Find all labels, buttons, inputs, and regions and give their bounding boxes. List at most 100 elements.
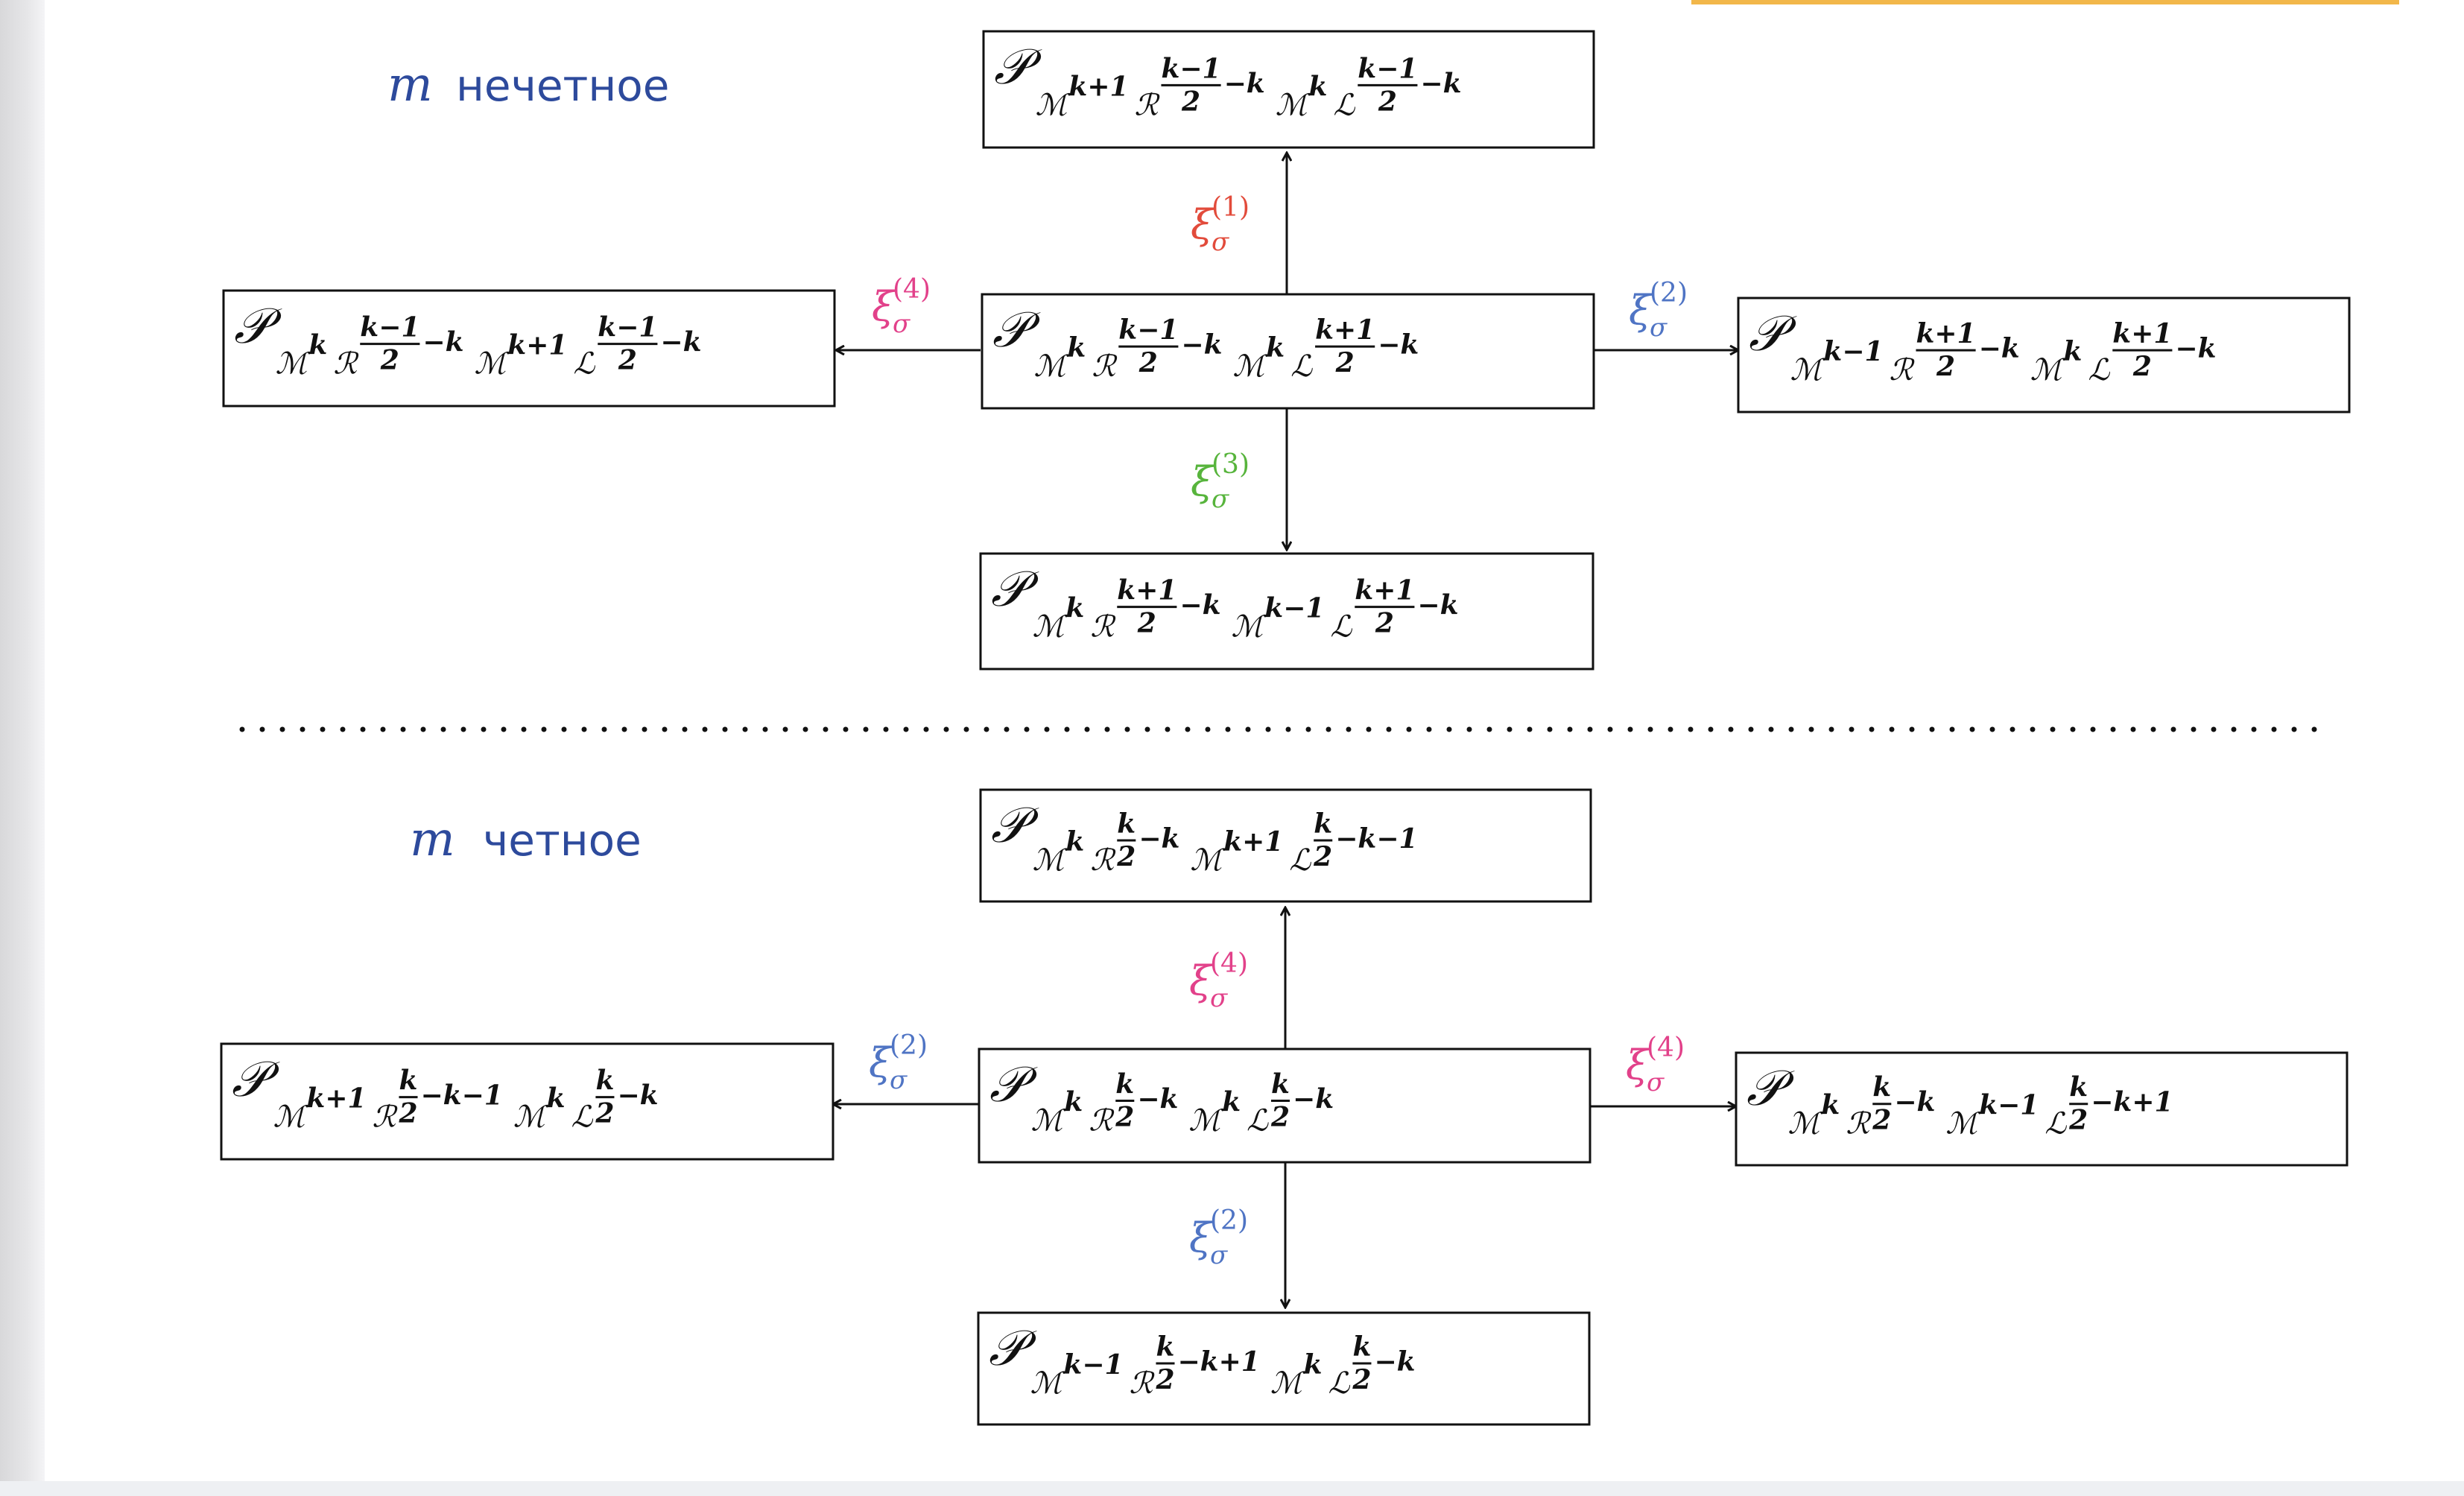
- node-frame: [1735, 1051, 2349, 1167]
- factor-1-exp: k−1: [1063, 1349, 1123, 1381]
- heading-odd: m нечетное: [387, 57, 669, 112]
- factor-1-letter: ℳ: [1790, 353, 1826, 387]
- factor-4-denominator: 2: [1335, 347, 1355, 378]
- node-frame: [982, 30, 1595, 149]
- factor-3-letter: ℳ: [1270, 1366, 1306, 1401]
- xi-even-down-sup: (2): [1210, 1205, 1248, 1236]
- factor-3-letter: ℳ: [1232, 610, 1267, 644]
- factor-2-numerator: k−1: [1161, 53, 1220, 84]
- xi-odd-down-sub: σ: [1212, 484, 1229, 514]
- xi-label-even-right: ξ σ (4): [1626, 1033, 1685, 1097]
- factor-4-numerator: k−1: [1358, 53, 1417, 84]
- factor-2-numerator: k: [1117, 808, 1136, 840]
- xi-even-left-sup: (2): [890, 1030, 928, 1061]
- factor-4-letter: ℒ: [2088, 353, 2110, 387]
- xi-even-up-sup: (4): [1210, 948, 1248, 979]
- factor-4-numerator: k: [1314, 808, 1332, 840]
- scan-bottom-edge: [0, 1481, 2464, 1496]
- factor-2-numerator: k−1: [1118, 314, 1178, 346]
- factor-2-numerator: k: [1156, 1331, 1175, 1363]
- factor-4-denominator: 2: [1352, 1364, 1371, 1395]
- factor-4-offset: −k: [1293, 1083, 1334, 1115]
- xi-even-down-sub: σ: [1210, 1240, 1228, 1270]
- factor-2-offset: −k: [1181, 329, 1222, 361]
- node-frame: [1737, 297, 2351, 413]
- node-frame: [979, 552, 1594, 671]
- factor-2-letter: ℛ: [373, 1100, 399, 1135]
- factor-3-exp: k: [1222, 1086, 1241, 1118]
- factor-3-exp: k: [547, 1083, 566, 1115]
- factor-1-exp: k: [1065, 826, 1084, 858]
- top-accent-bar: [1691, 0, 2399, 4]
- factor-2-offset: −k: [1894, 1087, 1935, 1118]
- xi-odd-left-sub: σ: [893, 309, 910, 339]
- factor-4-letter: ℒ: [1247, 1103, 1269, 1138]
- factor-4-numerator: k+1: [2112, 318, 2172, 349]
- factor-2-denominator: 2: [1116, 841, 1136, 872]
- xi-odd-right-symbol: ξ: [1629, 287, 1653, 334]
- xi-odd-left-sup: (4): [893, 274, 931, 305]
- factor-1-exp: k−1: [1823, 336, 1883, 367]
- factor-4-offset: −k+1: [2091, 1087, 2173, 1118]
- factor-2-letter: ℛ: [1890, 353, 1916, 387]
- factor-1-exp: k: [1065, 593, 1084, 624]
- factor-3-letter: ℳ: [513, 1100, 549, 1135]
- factor-1-exp: k+1: [306, 1083, 366, 1115]
- factor-4-denominator: 2: [2068, 1105, 2088, 1136]
- factor-2-numerator: k: [399, 1065, 418, 1097]
- factor-2-denominator: 2: [1872, 1105, 1891, 1136]
- factor-2-denominator: 2: [398, 1098, 417, 1129]
- factor-2-denominator: 2: [1181, 86, 1200, 117]
- factor-4-offset: −k−1: [1335, 823, 1417, 855]
- factor-3-exp: k: [2064, 336, 2083, 367]
- factor-1-exp: k+1: [1068, 71, 1128, 102]
- factor-4-denominator: 2: [1375, 608, 1394, 639]
- factor-3-letter: ℳ: [475, 347, 510, 381]
- factor-4-numerator: k−1: [598, 312, 657, 343]
- node-frame: [979, 788, 1592, 903]
- factor-2-offset: −k: [1138, 823, 1179, 855]
- xi-odd-left-symbol: ξ: [872, 283, 896, 330]
- factor-4-offset: −k: [617, 1080, 658, 1112]
- xi-odd-down-symbol: ξ: [1191, 458, 1214, 505]
- xi-even-left-symbol: ξ: [869, 1039, 893, 1086]
- factor-4-letter: ℒ: [571, 1100, 594, 1135]
- factor-2-letter: ℛ: [1090, 843, 1116, 878]
- factor-2-letter: ℛ: [1130, 1366, 1156, 1401]
- factor-4-numerator: k: [2069, 1072, 2088, 1103]
- factor-4-offset: −k: [1374, 1346, 1415, 1378]
- xi-even-up-sub: σ: [1210, 983, 1228, 1013]
- factor-2-numerator: k: [1115, 1068, 1134, 1100]
- heading-even: m четное: [410, 812, 642, 867]
- factor-3-exp: k+1: [1223, 826, 1283, 858]
- heading-even-var: m: [410, 812, 455, 867]
- xi-label-odd-up: ξ σ (1): [1191, 192, 1250, 257]
- heading-odd-var: m: [387, 57, 433, 112]
- factor-4-letter: ℒ: [1290, 349, 1313, 384]
- factor-2-denominator: 2: [1138, 347, 1158, 378]
- factor-4-denominator: 2: [595, 1098, 614, 1129]
- factor-2-letter: ℛ: [1846, 1107, 1872, 1141]
- factor-4-numerator: k+1: [1315, 314, 1375, 346]
- xi-label-odd-down: ξ σ (3): [1191, 449, 1250, 514]
- factor-1-letter: ℳ: [1034, 349, 1070, 384]
- factor-2-letter: ℛ: [333, 347, 359, 381]
- factor-4-offset: −k: [2175, 333, 2216, 364]
- heading-odd-label: нечетное: [456, 60, 669, 111]
- factor-2-offset: −k: [1979, 333, 2020, 364]
- section-even: m четное ξ σ (4) ξ σ (4) ξ σ (2) ξ σ (2)…: [220, 788, 2349, 1426]
- factor-2-letter: ℛ: [1135, 88, 1161, 122]
- factor-4-numerator: k: [595, 1065, 614, 1097]
- factor-4-denominator: 2: [618, 345, 637, 376]
- factor-2-denominator: 2: [1936, 351, 1955, 382]
- factor-1-exp: k: [1067, 332, 1086, 364]
- xi-even-right-sub: σ: [1647, 1068, 1665, 1097]
- factor-1-exp: k: [1821, 1090, 1840, 1121]
- xi-label-odd-right: ξ σ (2): [1629, 278, 1688, 343]
- factor-1-letter: ℳ: [1033, 610, 1068, 644]
- factor-3-letter: ℳ: [2030, 353, 2066, 387]
- factor-4-numerator: k: [1352, 1331, 1371, 1363]
- factor-2-offset: −k: [422, 327, 463, 358]
